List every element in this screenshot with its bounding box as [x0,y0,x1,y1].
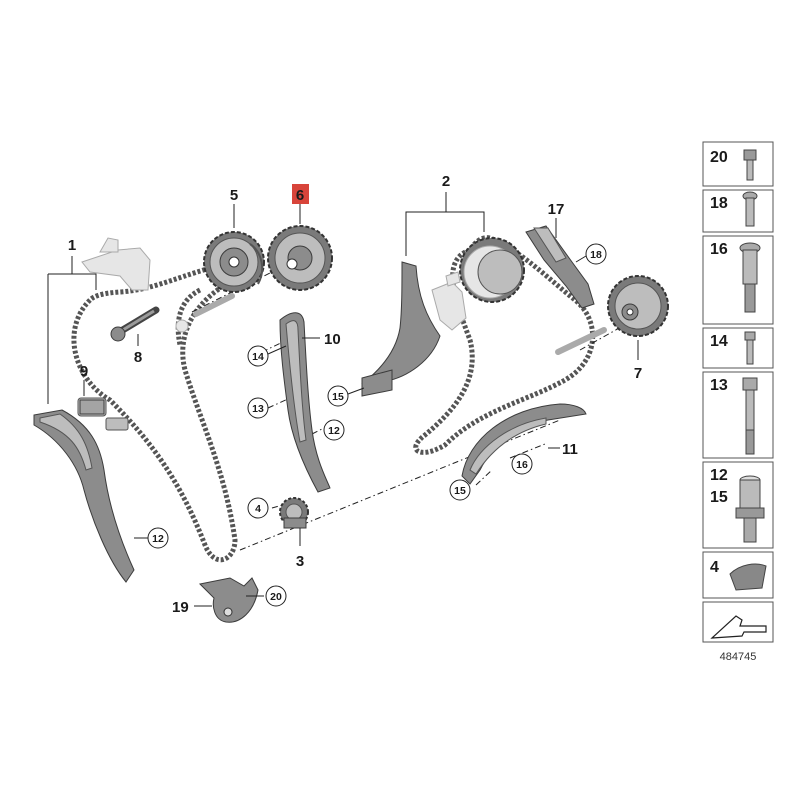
part-19-bracket [198,577,259,623]
callout-6-highlight [292,184,309,204]
reference-number: 484745 [720,651,757,663]
circled-callout-16: 16 [511,453,533,475]
panel-label-12: 12 [710,467,728,484]
part-11-guide-rail [461,403,587,485]
part-17-tensioner-rail [525,225,595,309]
callout-5: 5 [230,187,238,204]
panel-label-14: 14 [710,333,728,350]
svg-text:4: 4 [255,503,261,515]
part-8-bolt [110,306,160,342]
panel-row-20 [702,141,774,187]
part-6-camshaft-sprocket [267,225,333,291]
panel-label-16: 16 [710,241,728,258]
panel-label-13: 13 [710,377,728,394]
panel-label-18: 18 [710,195,728,212]
bolt-20-icon [743,149,757,181]
callout-1: 1 [68,237,76,254]
leader-lines [47,192,639,607]
callout-11: 11 [562,441,578,458]
bolt-16-icon [739,242,761,313]
bolt-14-icon [744,331,756,365]
engine-block-fragment [81,237,151,291]
callout-3: 3 [296,553,304,570]
central-screw [193,293,235,317]
part-7-camshaft-sprocket [607,275,669,337]
callout-6: 6 [296,187,304,204]
callout-2: 2 [442,173,450,190]
svg-text:18: 18 [590,249,602,261]
circled-callouts: 12 14 13 12 15 4 20 18 [134,243,607,607]
callout-9: 9 [80,363,88,380]
svg-text:12: 12 [152,533,164,545]
callout-7: 7 [634,365,642,382]
part-1-guide-rail [33,409,135,583]
circled-callout-18: 18 [585,243,607,265]
part-10-guide-rail [279,312,331,493]
panel-row-12-15 [702,461,774,549]
svg-text:16: 16 [516,459,528,471]
part-2-camshaft-sprocket [459,237,525,303]
svg-text:15: 15 [454,485,466,497]
circled-callout-13: 13 [247,397,269,419]
circled-callout-15-upper: 15 [327,385,365,407]
pin-12-15-icon [735,475,765,543]
part-8-washer [175,319,189,333]
parts-side-panel: 20 18 16 14 13 1 [702,141,774,663]
callout-10: 10 [324,331,341,348]
callout-19: 19 [172,599,189,616]
svg-text:20: 20 [270,591,282,603]
circled-callout-4: 4 [247,497,269,519]
bolt-18-icon [742,191,758,227]
callout-17: 17 [548,201,565,218]
panel-row-14 [702,327,774,369]
circled-callout-12-left: 12 [134,527,169,549]
circled-callout-15-lower: 15 [449,479,471,501]
callout-labels: 1 2 3 5 6 7 8 9 10 11 17 19 [68,173,642,616]
callout-8: 8 [134,349,142,366]
panel-row-18 [702,189,774,233]
arrow-icon [710,615,767,639]
key-4-icon [729,563,767,591]
part-9-chain-tensioner [77,397,129,431]
bolt-13-icon [742,377,758,455]
panel-label-4: 4 [710,559,719,576]
circled-callout-20: 20 [265,585,287,607]
part-2-guide-rail [361,261,441,397]
panel-row-13 [702,371,774,459]
part-5-camshaft-sprocket [203,231,265,293]
svg-text:15: 15 [332,391,344,403]
pale-bracket-parts [431,271,467,331]
svg-text:13: 13 [252,403,264,415]
circled-callout-14: 14 [247,345,287,367]
svg-text:14: 14 [252,351,264,363]
panel-label-20: 20 [710,149,728,166]
left-timing-chain [71,264,238,563]
circled-callout-12-mid: 12 [323,419,345,441]
panel-row-16 [702,235,774,325]
part-7-bolt [555,327,607,355]
panel-label-15: 15 [710,489,728,506]
part-3-crankshaft-sprocket [279,497,309,529]
svg-text:12: 12 [328,425,340,437]
